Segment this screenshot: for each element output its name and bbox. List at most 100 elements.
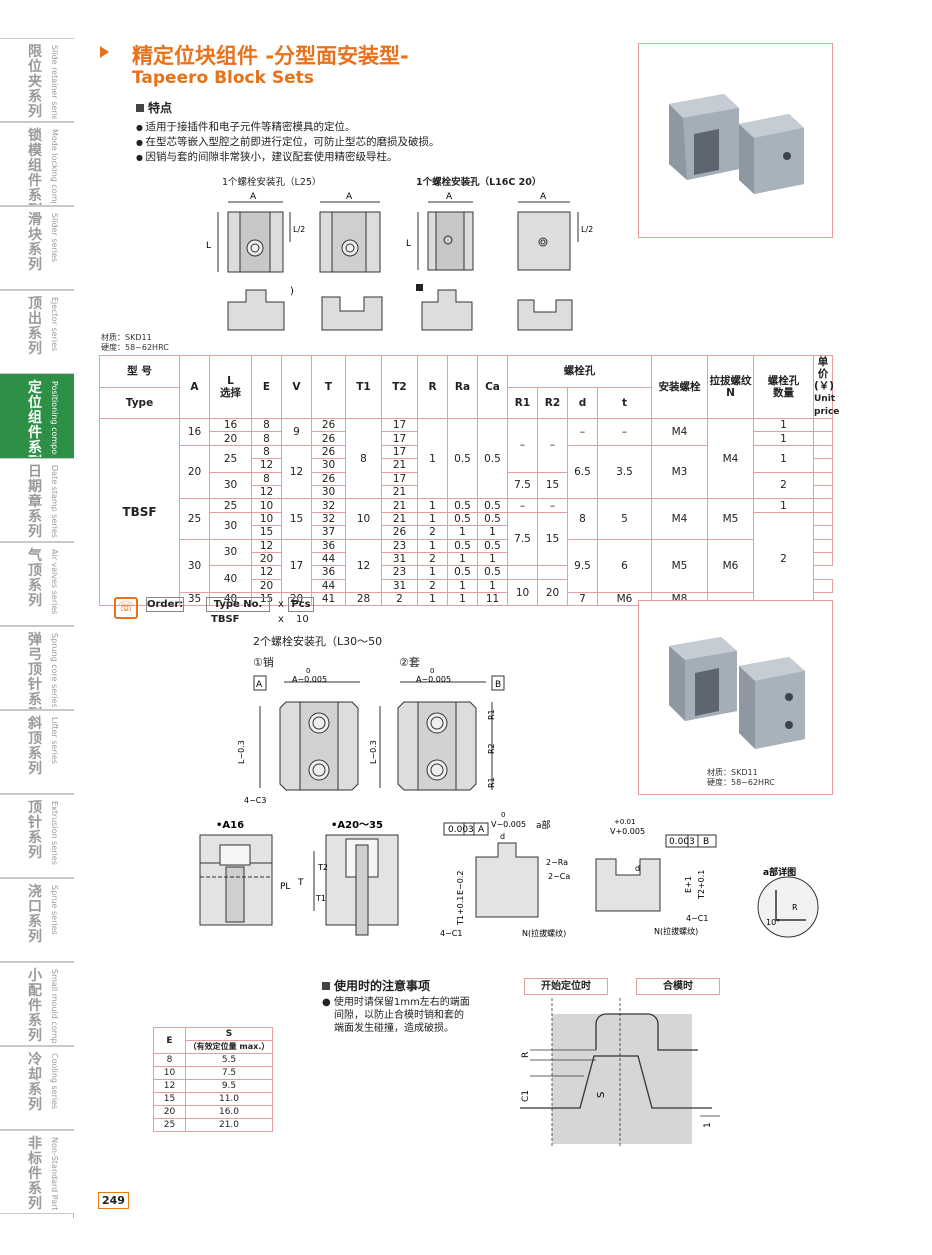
nav-tab[interactable]: 弹弓顶针系列Sprung core series bbox=[0, 626, 74, 710]
t2-cell: 21 bbox=[381, 511, 418, 527]
t2-cell: 21 bbox=[381, 498, 418, 513]
caption-one-bolt-l16: 1个螺栓安装孔（L16C 20） bbox=[416, 177, 542, 188]
e-cell: 10 bbox=[251, 498, 282, 513]
r1-cell: – bbox=[507, 498, 538, 513]
ra-cell: 1 bbox=[447, 525, 478, 540]
s-cell: 5.5 bbox=[185, 1053, 273, 1067]
l-cell: 30 bbox=[209, 538, 252, 567]
r2-cell: – bbox=[537, 418, 568, 473]
nav-tab[interactable]: 定位组件系列Positioning components series bbox=[0, 374, 74, 458]
th-d: d bbox=[567, 386, 598, 419]
dim-l-tol: L−0.3 bbox=[237, 740, 246, 764]
nav-tab-label-en: Lifter series bbox=[50, 717, 59, 764]
nav-tab-label: 气顶系列 bbox=[28, 548, 42, 609]
nav-tab-label-en: Slider series bbox=[50, 213, 59, 263]
t2-cell: 23 bbox=[381, 565, 418, 580]
dim-v-tol: V−0.005 bbox=[491, 820, 526, 829]
e-cell: 15 bbox=[153, 1092, 186, 1106]
order-example-type: TBSF bbox=[211, 614, 240, 625]
label-t: T bbox=[297, 878, 304, 888]
notes-line: ● 使用时请保留1mm左右的端面 bbox=[322, 997, 470, 1008]
mount-cell: M3 bbox=[651, 444, 708, 500]
label-n-thread-2: N(拉拔螺纹) bbox=[654, 926, 698, 936]
r1-cell: 7.5 bbox=[507, 511, 538, 567]
tol-datum-a: A bbox=[478, 825, 485, 835]
tol-zero: 0 bbox=[501, 811, 505, 819]
ca-cell: 1 bbox=[477, 551, 508, 567]
t2-cell: 21 bbox=[381, 458, 418, 473]
price-cell bbox=[813, 551, 833, 567]
t2-cell: 31 bbox=[381, 551, 418, 567]
th-s-note: （有效定位量 max.） bbox=[185, 1040, 273, 1054]
l-cell: 25 bbox=[209, 498, 252, 513]
e-cell: 8 bbox=[251, 417, 282, 433]
l-cell: 30 bbox=[209, 471, 252, 500]
nav-tab-label: 日期章系列 bbox=[28, 464, 42, 540]
d-cell: 8 bbox=[567, 498, 598, 540]
label-a-part: a部 bbox=[536, 819, 551, 831]
tol-plus: +0.01 bbox=[614, 818, 635, 826]
t2-cell: 17 bbox=[381, 444, 418, 460]
price-cell bbox=[813, 538, 833, 553]
nav-tab-label: 顶出系列 bbox=[28, 296, 42, 357]
qty-cell: 2 bbox=[753, 511, 814, 607]
ca-cell: 0.5 bbox=[477, 538, 508, 553]
dim-t2-tol: T2+0.1 bbox=[697, 870, 706, 900]
label-t2: T2 bbox=[317, 863, 328, 872]
th-t: T bbox=[311, 355, 346, 419]
th-r2: R2 bbox=[537, 386, 568, 419]
product-photo-pair: 材质：SKD11 硬度：58~62HRC bbox=[638, 600, 833, 795]
e-cell: 12 bbox=[153, 1079, 186, 1093]
tag-mould-closed: 合模时 bbox=[636, 978, 720, 995]
price-cell bbox=[813, 417, 833, 433]
tol-value-a: 0.003 bbox=[448, 825, 474, 835]
dim-v-tol2: V+0.005 bbox=[610, 827, 645, 836]
d-cell: 6.5 bbox=[567, 444, 598, 500]
ra-cell: 1 bbox=[447, 578, 478, 594]
s-cell: 11.0 bbox=[185, 1092, 273, 1106]
type-cell: TBSF bbox=[99, 417, 180, 607]
t-cell: 26 bbox=[311, 471, 346, 486]
a-cell: 16 bbox=[179, 418, 210, 446]
label-r: R bbox=[792, 903, 798, 912]
price-cell bbox=[507, 565, 538, 580]
material-text: 材质：SKD11 bbox=[101, 333, 152, 342]
price-cell bbox=[813, 431, 833, 446]
t-cell: 32 bbox=[311, 511, 346, 527]
dim-l2: L/2 bbox=[293, 225, 305, 234]
e-cell: 12 bbox=[251, 565, 282, 580]
r-cell: 1 bbox=[417, 511, 448, 527]
t2-cell: 17 bbox=[381, 417, 418, 433]
drawing-section-views: •A16 •A20～35 PL T T2 T1 0.003 A 0 V−0.00… bbox=[199, 811, 819, 938]
order-example-times: x bbox=[278, 614, 284, 625]
dim-l-tol: L−0.3 bbox=[369, 740, 378, 764]
feature-item: 在型芯等嵌入型腔之前即进行定位，可防止型芯的磨损及破损。 bbox=[136, 135, 440, 150]
feature-item: 因销与套的间隙非常狭小，建议配套使用精密级导柱。 bbox=[136, 150, 440, 165]
a-cell: 35 bbox=[179, 592, 210, 607]
ca-cell: 0.5 bbox=[477, 565, 508, 580]
l-cell: 25 bbox=[209, 444, 252, 473]
phone-icon: ☏ bbox=[114, 597, 138, 619]
e-cell: 8 bbox=[251, 431, 282, 446]
engagement-diagram: R C1 S 1 bbox=[520, 998, 720, 1148]
th-r: R bbox=[417, 355, 448, 419]
pull-cell: M6 bbox=[707, 538, 754, 594]
nav-tab[interactable]: 锁模组件系列Mode locking component series bbox=[0, 122, 74, 206]
nav-tab-label-en: Sprung core series bbox=[50, 633, 59, 707]
nav-tab-label-en: Positioning components series bbox=[50, 381, 59, 455]
label-ca: 2−Ca bbox=[548, 872, 570, 881]
ra-cell: 0.5 bbox=[447, 417, 478, 500]
nav-tab-label-en: Cooling series bbox=[50, 1053, 59, 1110]
